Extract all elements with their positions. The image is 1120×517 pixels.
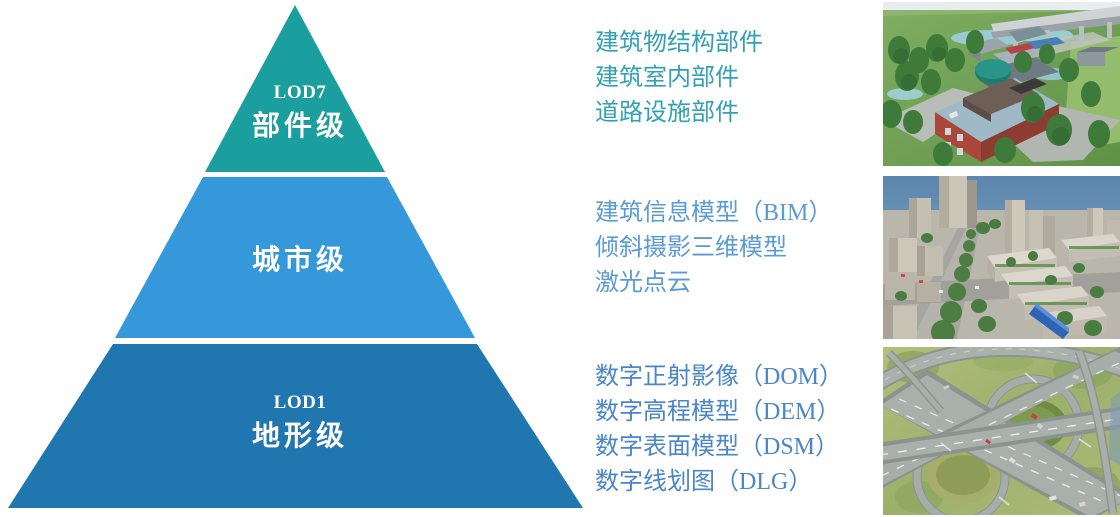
list-item: 建筑物结构部件 [595, 30, 763, 56]
component-level-item-list: 建筑物结构部件 建筑室内部件 道路设施部件 [595, 26, 763, 131]
list-item: 数字正射影像（DOM） [595, 364, 844, 390]
building-model-render-image [883, 2, 1120, 166]
pyramid-tier-bottom[interactable] [0, 0, 600, 517]
pyramid-tier-middle-shape [115, 177, 475, 338]
list-item: 道路设施部件 [595, 100, 739, 126]
list-item: 数字线划图（DLG） [595, 469, 813, 495]
oblique-photogrammetry-city-image [883, 176, 1120, 339]
pyramid-tier-bottom-shape [8, 344, 583, 508]
pyramid-tier-top[interactable] [0, 0, 600, 517]
pyramid-tier-top-shape [205, 5, 385, 172]
pyramid-tier-middle[interactable] [0, 0, 600, 517]
list-item: 倾斜摄影三维模型 [595, 235, 787, 261]
city-level-thumbnail [883, 176, 1120, 339]
list-item: 建筑信息模型（BIM） [595, 200, 833, 226]
component-level-thumbnail [883, 2, 1120, 166]
city-level-item-list: 建筑信息模型（BIM） 倾斜摄影三维模型 激光点云 [595, 196, 832, 301]
list-item: 数字表面模型（DSM） [595, 434, 840, 460]
list-item: 激光点云 [595, 270, 691, 296]
terrain-level-thumbnail [883, 347, 1120, 515]
lod-pyramid-diagram: LOD7 部件级 城市级 LOD1 地形级 [0, 0, 600, 517]
list-item: 数字高程模型（DEM） [595, 399, 841, 425]
highway-interchange-orthophoto-image [883, 347, 1120, 515]
list-item: 建筑室内部件 [595, 65, 739, 91]
terrain-level-item-list: 数字正射影像（DOM） 数字高程模型（DEM） 数字表面模型（DSM） 数字线划… [595, 360, 843, 500]
